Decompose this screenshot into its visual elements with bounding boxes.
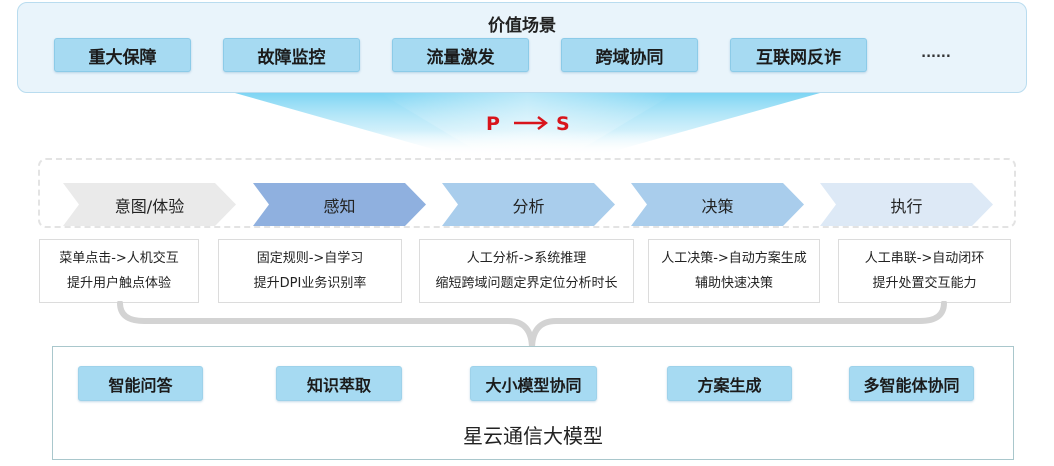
- p-to-s-transition: P S: [486, 113, 576, 137]
- right-arrow-icon: [514, 116, 548, 130]
- description-box-decision: 人工决策->自动方案生成 辅助快速决策: [648, 239, 820, 303]
- capability-chip-multi-agent: 多智能体协同: [849, 366, 974, 401]
- description-line: 辅助快速决策: [694, 276, 773, 291]
- capability-chip-model-collaboration: 大小模型协同: [470, 366, 597, 401]
- capability-chip-qa: 智能问答: [78, 366, 203, 401]
- scenario-chip-traffic-stimulation: 流量激发: [392, 38, 529, 72]
- description-line: 菜单点击->人机交互: [59, 251, 179, 266]
- description-line: 人工决策->自动方案生成: [661, 251, 807, 266]
- capability-chip-knowledge-extraction: 知识萃取: [276, 366, 402, 401]
- chevron-shape: [820, 183, 993, 226]
- chevron-shape: [631, 183, 804, 226]
- stage-label: 执行: [890, 196, 923, 216]
- chevron-shape: [442, 183, 615, 226]
- stage-label: 决策: [701, 196, 734, 216]
- scenario-chip-major-support: 重大保障: [54, 38, 191, 72]
- chevron-shape: [63, 183, 236, 226]
- process-band: [38, 158, 1016, 228]
- capability-chip-solution-generation: 方案生成: [667, 366, 792, 401]
- description-box-analysis: 人工分析->系统推理 缩短跨域问题定界定位分析时长: [419, 239, 634, 303]
- scenario-chip-cross-domain: 跨域协同: [561, 38, 698, 72]
- stage-label: 分析: [512, 196, 545, 216]
- s-label: S: [556, 113, 570, 135]
- model-panel: [52, 346, 1014, 460]
- model-name: 星云通信大模型: [463, 424, 603, 448]
- value-scenarios-title: 价值场景: [488, 16, 556, 36]
- stage-perception: 感知: [253, 183, 426, 226]
- description-box-execution: 人工串联->自动闭环 提升处置交互能力: [838, 239, 1011, 303]
- stage-label: 感知: [323, 196, 356, 216]
- description-line: 提升用户触点体验: [66, 276, 171, 291]
- scenario-chip-anti-fraud: 互联网反诈: [730, 38, 867, 72]
- description-line: 提升处置交互能力: [872, 276, 977, 291]
- description-line: 固定规则->自学习: [256, 251, 364, 266]
- description-line: 人工分析->系统推理: [466, 251, 587, 266]
- stage-decision: 决策: [631, 183, 804, 226]
- description-box-intent: 菜单点击->人机交互 提升用户触点体验: [39, 239, 199, 303]
- description-line: 缩短跨域问题定界定位分析时长: [435, 276, 618, 291]
- stage-execution: 执行: [820, 183, 993, 226]
- scenario-chip-row: 重大保障 故障监控 流量激发 跨域协同 互联网反诈 ......: [54, 38, 1014, 74]
- chevron-shape: [253, 183, 426, 226]
- description-box-perception: 固定规则->自学习 提升DPI业务识别率: [218, 239, 402, 303]
- scenario-chip-fault-monitoring: 故障监控: [223, 38, 360, 72]
- stage-intent-experience: 意图/体验: [63, 183, 236, 226]
- stage-label: 意图/体验: [114, 196, 185, 216]
- scenario-more-ellipsis: ......: [921, 46, 951, 61]
- p-label: P: [486, 113, 500, 135]
- description-line: 人工串联->自动闭环: [864, 251, 985, 266]
- description-line: 提升DPI业务识别率: [253, 276, 367, 291]
- stage-analysis: 分析: [442, 183, 615, 226]
- value-scenarios-panel: 价值场景 重大保障 故障监控 流量激发 跨域协同 互联网反诈 ......: [17, 2, 1027, 93]
